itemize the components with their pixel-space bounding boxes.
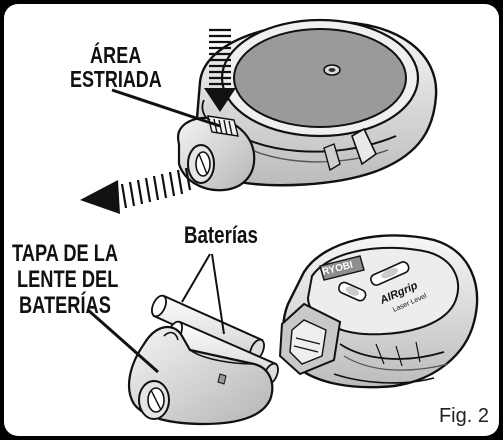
brand-plate xyxy=(319,255,365,281)
bubble-vials xyxy=(337,261,410,302)
label-cap-line2: LENTE DEL xyxy=(17,266,119,293)
top-disc xyxy=(233,28,407,128)
removed-lens-cap xyxy=(127,326,274,426)
illustration: RYOBI AIRgrip Laser Level xyxy=(80,18,479,426)
pull-left-arrow xyxy=(80,167,192,214)
label-cap-line1: TAPA DE LA xyxy=(12,240,119,267)
leader-ridged-area xyxy=(111,88,221,128)
leader-battery-2 xyxy=(211,253,225,335)
top-laser-level xyxy=(176,18,438,192)
bottom-laser-level: RYOBI AIRgrip Laser Level xyxy=(278,234,479,389)
label-area-line1: ÁREA xyxy=(90,42,142,68)
label-cap-line3: BATERÍAS xyxy=(19,292,111,319)
figure-caption: Fig. 2 xyxy=(438,405,489,427)
label-area-line2: ESTRIADA xyxy=(70,66,162,92)
push-down-arrow xyxy=(204,28,236,112)
leader-lens-cap xyxy=(87,308,159,374)
ridged-area xyxy=(207,115,239,137)
leader-battery-1 xyxy=(181,253,211,303)
label-batteries: Baterías xyxy=(184,222,258,249)
figure-panel: RYOBI AIRgrip Laser Level xyxy=(4,4,499,436)
